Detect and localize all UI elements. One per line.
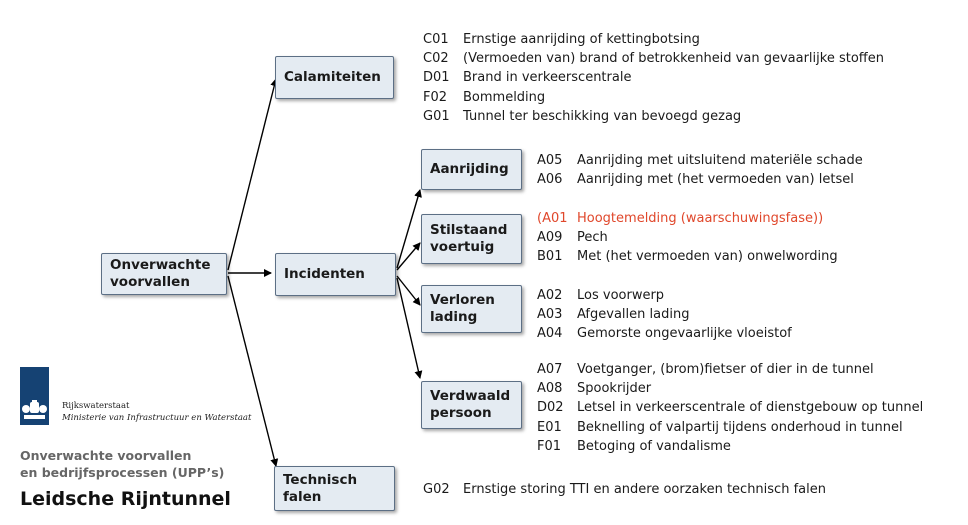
rijkswaterstaat-logo (20, 367, 49, 425)
arrow-root-calamiteiten (227, 78, 279, 271)
subtitle-line-2: en bedrijfsprocessen (UPP’s) (20, 465, 225, 480)
subtitle-line-1: Onverwachte voorvallen (20, 448, 192, 463)
node-stilstaand-voertuig: Stilstaand voertuig (421, 214, 522, 264)
node-onverwachte-voorvallen: Onverwachte voorvallen (101, 253, 227, 295)
org-name: Rijkswaterstaat (62, 401, 130, 411)
arrow-incidenten-stilstaand (396, 242, 421, 271)
ministry-name: Ministerie van Infrastructuur en Waterst… (62, 413, 252, 423)
node-incidenten: Incidenten (275, 253, 396, 296)
arrow-root-technisch (227, 275, 279, 467)
list-item: C02(Vermoeden van) brand of betrokkenhei… (423, 51, 884, 67)
node-verloren-lading: Verloren lading (421, 285, 522, 333)
node-technisch-falen: Technisch falen (274, 466, 395, 511)
crest-icon (22, 400, 47, 419)
page-title: Leidsche Rijntunnel (20, 488, 231, 510)
arrow-incidenten-aanrijding (396, 189, 422, 269)
arrow-incidenten-verloren (396, 275, 421, 306)
node-verdwaald-persoon: Verdwaald persoon (421, 381, 522, 429)
arrow-incidenten-verdwaald (396, 277, 423, 379)
node-calamiteiten: Calamiteiten (275, 56, 394, 99)
node-aanrijding: Aanrijding (421, 149, 522, 190)
